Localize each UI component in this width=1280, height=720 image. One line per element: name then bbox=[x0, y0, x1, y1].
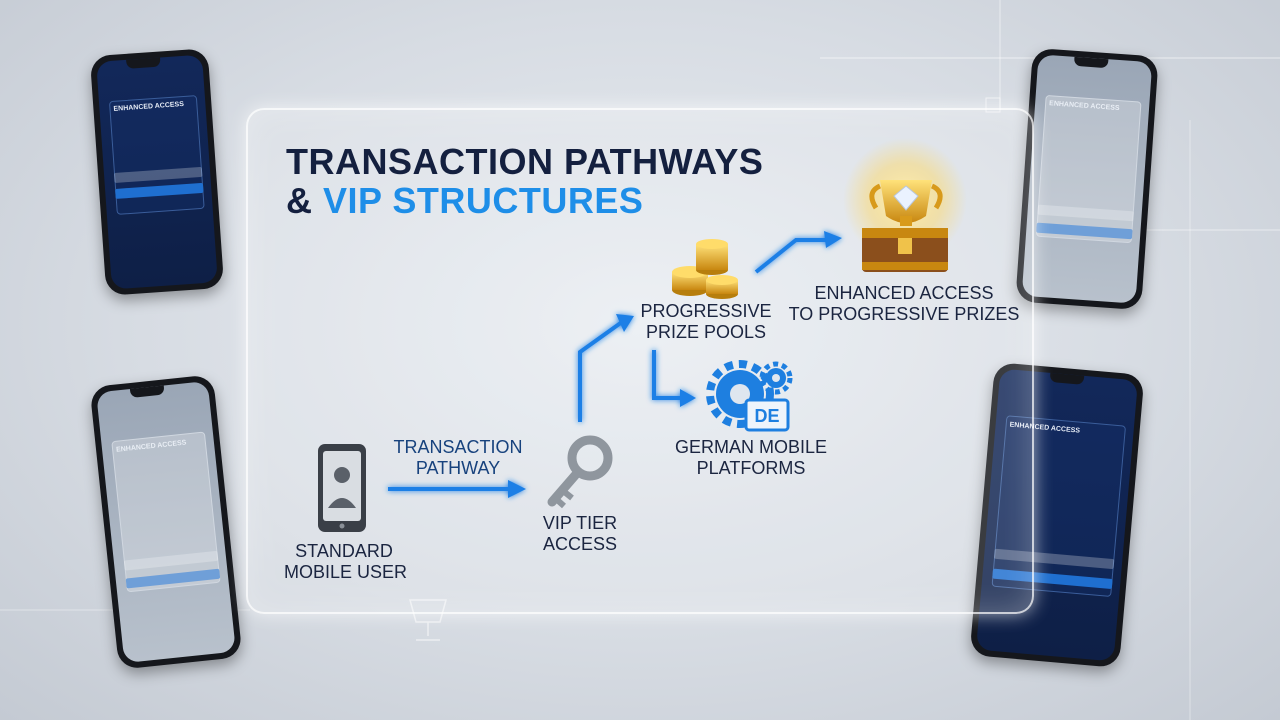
standard-user-line-2: MOBILE USER bbox=[284, 562, 408, 582]
german-platforms-line-2: PLATFORMS bbox=[696, 458, 806, 478]
arrow-vip-to-pools bbox=[578, 314, 634, 422]
vip-access-line-1: VIP TIER bbox=[542, 513, 618, 533]
key-icon bbox=[547, 435, 613, 509]
title-ampersand: & bbox=[286, 180, 323, 221]
german-platforms-label: GERMAN MOBILE PLATFORMS bbox=[666, 437, 836, 479]
transaction-pathway-label: TRANSACTION PATHWAY bbox=[388, 437, 528, 479]
german-platforms-line-1: GERMAN MOBILE bbox=[674, 437, 828, 457]
mobile-user-icon bbox=[318, 444, 366, 532]
arrow-user-to-vip bbox=[388, 480, 526, 498]
title-accent: VIP STRUCTURES bbox=[323, 180, 644, 221]
progressive-pools-line-2: PRIZE POOLS bbox=[645, 322, 767, 342]
progressive-pools-line-1: PROGRESSIVE bbox=[640, 301, 772, 321]
de-badge-label: DE bbox=[754, 406, 779, 426]
enhanced-access-line-1: ENHANCED ACCESS bbox=[814, 283, 994, 303]
title-line-2: & VIP STRUCTURES bbox=[286, 181, 763, 220]
vip-access-label: VIP TIER ACCESS bbox=[530, 513, 630, 555]
arrow-pools-to-enhanced bbox=[754, 231, 842, 274]
title-line-1: TRANSACTION PATHWAYS bbox=[286, 141, 764, 182]
trophy-chest-icon bbox=[843, 138, 967, 272]
arrow-pools-to-german bbox=[652, 350, 696, 407]
enhanced-access-label: ENHANCED ACCESS TO PROGRESSIVE PRIZES bbox=[786, 283, 1022, 325]
de-badge: DE bbox=[744, 398, 790, 432]
coin-stacks-icon bbox=[672, 239, 738, 299]
vip-access-line-2: ACCESS bbox=[542, 534, 618, 554]
enhanced-access-line-2: TO PROGRESSIVE PRIZES bbox=[788, 304, 1020, 324]
transaction-pathway-line-1: TRANSACTION bbox=[393, 437, 523, 457]
diagram-title: TRANSACTION PATHWAYS & VIP STRUCTURES bbox=[286, 142, 763, 220]
standard-user-line-1: STANDARD bbox=[295, 541, 393, 561]
transaction-pathway-line-2: PATHWAY bbox=[415, 458, 501, 478]
faint-trophy-icon bbox=[409, 599, 447, 641]
progressive-pools-label: PROGRESSIVE PRIZE POOLS bbox=[636, 301, 776, 343]
standard-user-label: STANDARD MOBILE USER bbox=[284, 541, 408, 583]
